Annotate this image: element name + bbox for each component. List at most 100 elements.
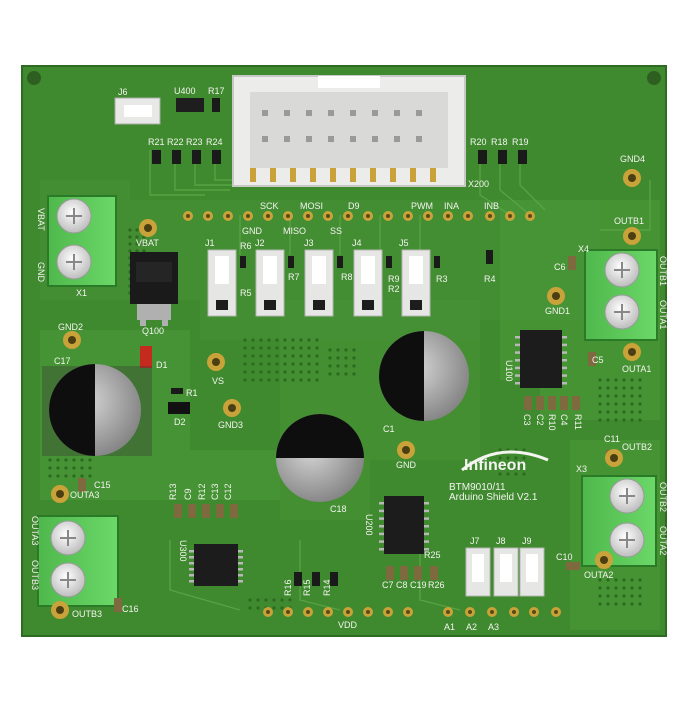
- jumper-pin: [362, 300, 374, 310]
- smd-resistor: [294, 572, 302, 586]
- label-r17: R17: [208, 86, 225, 96]
- x200-leg: [410, 168, 416, 182]
- via: [630, 378, 634, 382]
- ic-leg: [515, 382, 520, 385]
- ic-leg: [189, 562, 194, 565]
- via: [80, 474, 84, 478]
- label-x200: X200: [468, 179, 489, 189]
- via: [352, 356, 356, 360]
- board-title-line-2: Arduino Shield V2.1: [449, 492, 538, 503]
- x200-pin: [394, 110, 400, 116]
- board-title-line-1: BTM9010/11: [449, 482, 506, 493]
- via: [638, 386, 642, 390]
- via: [614, 602, 618, 606]
- via: [251, 346, 255, 350]
- via: [64, 466, 68, 470]
- terminal-x3: [581, 475, 657, 567]
- via: [283, 346, 287, 350]
- via: [307, 338, 311, 342]
- via: [630, 594, 634, 598]
- smd-capacitor: [174, 504, 182, 518]
- via: [267, 346, 271, 350]
- x200-pin: [372, 136, 378, 142]
- jumper-cap: [312, 256, 326, 284]
- label-r2: R2: [388, 284, 400, 294]
- test-point-hole: [628, 174, 636, 182]
- ic-leg: [515, 359, 520, 362]
- label-c7: C7: [382, 580, 394, 590]
- via: [622, 378, 626, 382]
- via: [638, 410, 642, 414]
- label-r14: R14: [322, 579, 332, 596]
- u200-chip: [379, 496, 429, 554]
- ic-leg: [238, 568, 243, 571]
- via: [291, 370, 295, 374]
- via: [606, 378, 610, 382]
- jumper-pin: [216, 300, 228, 310]
- x200-pin: [394, 136, 400, 142]
- via: [614, 418, 618, 422]
- label-j4: J4: [352, 238, 362, 248]
- header-pin-hole: [286, 610, 290, 614]
- via: [259, 338, 263, 342]
- test-point-hole: [56, 490, 64, 498]
- test-point-hole: [628, 232, 636, 240]
- jumper-cap: [409, 256, 423, 284]
- ic-leg: [379, 509, 384, 513]
- via: [256, 606, 260, 610]
- label-ina: INA: [444, 201, 459, 211]
- ic-leg: [238, 550, 243, 553]
- ic-leg: [379, 502, 384, 505]
- label-c5: C5: [592, 355, 604, 365]
- smd-capacitor: [430, 566, 438, 580]
- label-outa3-term: OUTA3: [30, 516, 40, 545]
- x200-leg: [250, 168, 256, 182]
- via: [248, 606, 252, 610]
- via: [80, 458, 84, 462]
- mounting-hole-tl: [27, 71, 41, 85]
- via: [135, 249, 139, 253]
- via: [606, 410, 610, 414]
- via: [88, 458, 92, 462]
- label-r7: R7: [288, 272, 300, 282]
- ic-leg: [562, 359, 567, 362]
- ic-leg: [189, 580, 194, 583]
- via: [315, 338, 319, 342]
- via: [514, 472, 518, 476]
- header-pin-hole: [366, 610, 370, 614]
- label-r12: R12: [197, 483, 207, 500]
- via: [638, 602, 642, 606]
- via: [135, 242, 139, 246]
- label-c3: C3: [522, 414, 532, 426]
- r1-resistor: [171, 388, 183, 394]
- label-outa2-term: OUTA2: [658, 526, 668, 555]
- header-pin-hole: [226, 214, 230, 218]
- label-u300: U300: [178, 540, 188, 562]
- label-x4: X4: [578, 244, 589, 254]
- via: [56, 466, 60, 470]
- ic-leg: [238, 574, 243, 577]
- via: [622, 602, 626, 606]
- label-vbat-term: VBAT: [36, 208, 46, 231]
- smd-capacitor: [548, 396, 556, 410]
- via: [275, 354, 279, 358]
- x200-pin: [262, 110, 268, 116]
- x200-legs: [250, 168, 436, 182]
- label-d2: D2: [174, 417, 186, 427]
- ic-leg: [238, 580, 243, 583]
- via: [638, 578, 642, 582]
- label-r15: R15: [302, 579, 312, 596]
- via: [72, 458, 76, 462]
- label-j1: J1: [205, 238, 215, 248]
- header-pin-hole: [386, 610, 390, 614]
- via: [614, 594, 618, 598]
- ic-leg: [238, 556, 243, 559]
- label-d1: D1: [156, 360, 168, 370]
- ic-leg: [238, 562, 243, 565]
- header-pin-hole: [466, 214, 470, 218]
- via: [251, 354, 255, 358]
- via: [280, 598, 284, 602]
- label-c8: C8: [396, 580, 408, 590]
- label-vdd: VDD: [338, 620, 358, 630]
